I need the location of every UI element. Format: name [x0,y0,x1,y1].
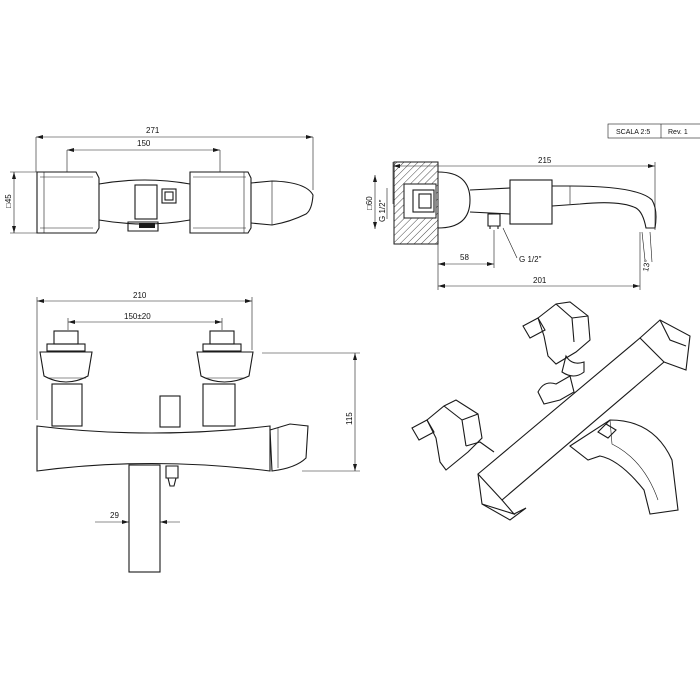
iso-left-handle [426,399,483,471]
top-view: 271 150 □45 [4,126,314,234]
dimension-201: 201 [533,276,547,285]
dimension-29: 29 [110,511,119,520]
title-block-frame [607,123,700,139]
diverter-top [134,184,158,220]
mixer-body-front [36,425,271,472]
iso-spout [569,419,679,515]
right-handle-top [189,171,252,234]
right-handle-front [196,351,254,383]
left-handle-cap [53,330,79,345]
iso-diverter [537,375,575,405]
front-view: 210 150±20 115 [36,291,360,573]
side-view: 215 □60 G 1/2" 58 G [365,156,657,290]
iso-right-handle [537,301,591,365]
iso-right-knob [522,317,546,339]
revision-label: Rev. 1 [668,129,688,136]
left-connector [51,383,83,427]
dimension-58: 58 [460,253,469,262]
mixer-body-side [437,171,471,229]
angle-13: 13° [641,259,652,272]
title-block: SCALA 2:5 Rev. 1 [607,123,700,139]
outlet-icon [139,223,155,228]
right-connector [202,383,236,427]
thread-bottom-label: G 1/2" [519,255,542,264]
dimension-45: □45 [4,194,13,208]
dimension-150-20: 150±20 [124,312,151,321]
scale-label: SCALA 2:5 [616,129,650,136]
diverter-stem [159,395,181,428]
iso-left-knob [411,419,435,441]
isometric-view [411,301,691,521]
spout-top [250,180,314,226]
dimension-210: 210 [133,291,147,300]
dimension-215: 215 [538,156,552,165]
right-handle-cap [209,330,235,345]
spout-side [551,185,657,229]
left-handle-top [36,171,100,234]
thread-left-label: G 1/2" [378,199,387,222]
iso-body-front-face [477,337,665,501]
dimension-271: 271 [146,126,160,135]
dimension-150: 150 [137,139,151,148]
diverter-block-side [509,179,553,225]
dimension-115: 115 [345,412,354,425]
shower-pipe [128,464,161,573]
dimension-60: □60 [365,196,374,210]
spout-front [269,423,309,472]
left-handle-front [39,351,93,383]
